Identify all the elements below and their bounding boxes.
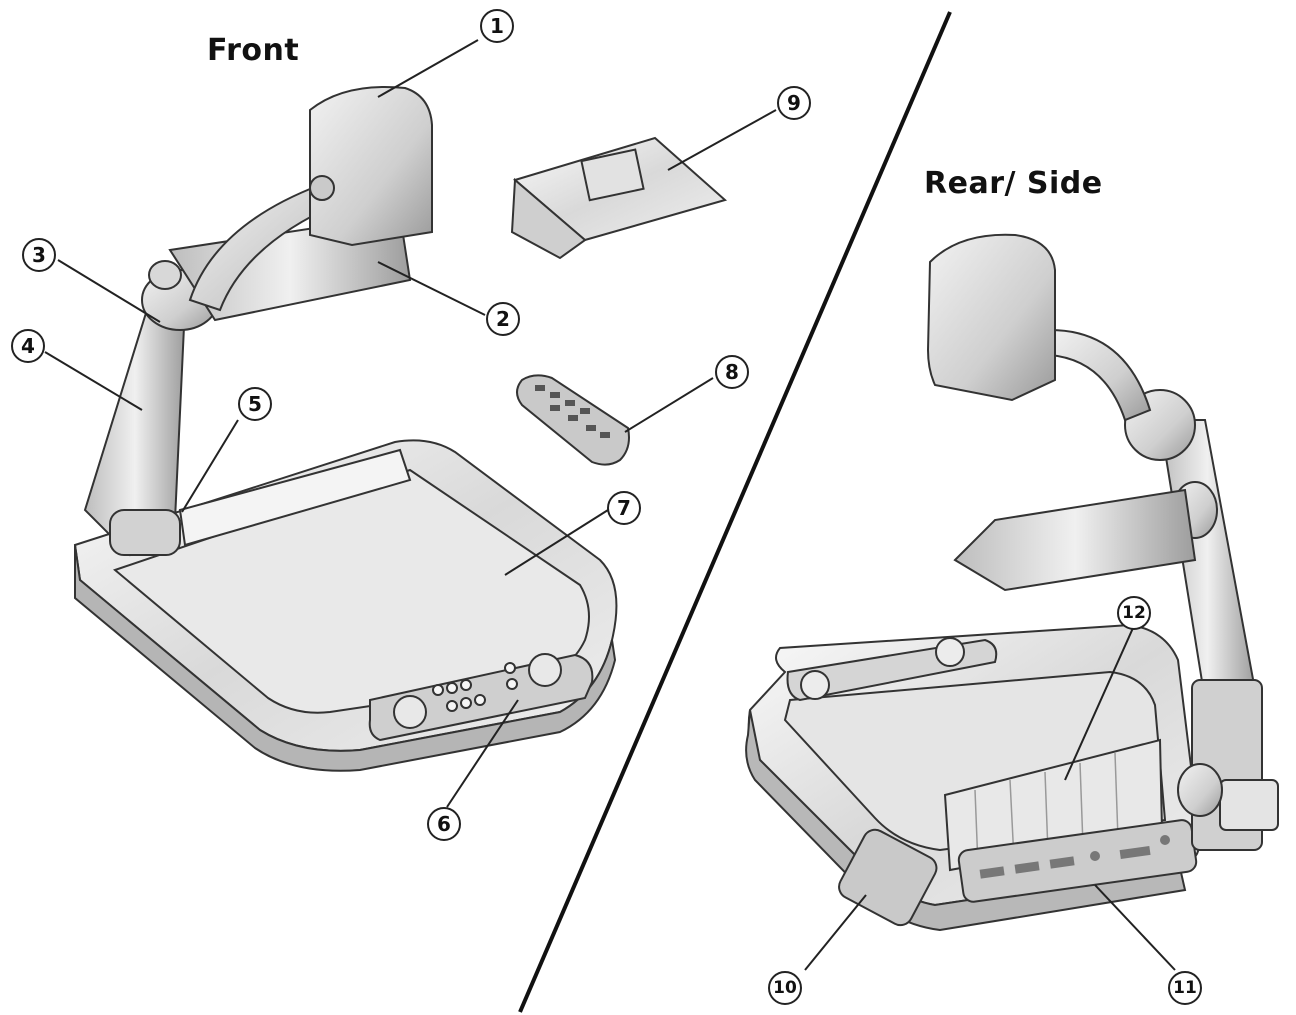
front-camera-head	[309, 85, 433, 247]
rear-upper-arm	[1049, 328, 1152, 422]
accessory-stage-plate	[510, 136, 728, 260]
heading-rear-side: Rear/ Side	[924, 166, 1103, 201]
rear-view	[745, 233, 1279, 932]
leader-5	[181, 419, 239, 513]
leader-9	[667, 109, 777, 171]
callout-11: 11	[1168, 971, 1202, 1005]
callout-2: 2	[486, 302, 520, 336]
leader-2	[377, 261, 486, 316]
leader-11	[1094, 884, 1176, 971]
callout-3: 3	[22, 238, 56, 272]
callout-1: 1	[480, 9, 514, 43]
callout-12: 12	[1117, 596, 1151, 630]
leader-6	[446, 699, 519, 808]
heading-front: Front	[207, 33, 300, 68]
leader-7	[504, 509, 609, 576]
callout-8: 8	[715, 355, 749, 389]
leader-4	[44, 351, 143, 411]
remote-control	[516, 374, 630, 466]
rear-connectors-left	[838, 828, 938, 927]
leader-3	[57, 259, 161, 323]
leader-10	[804, 894, 867, 971]
front-base-side	[74, 544, 617, 772]
rear-lighting-unit	[953, 488, 1197, 592]
callout-9: 9	[777, 86, 811, 120]
leader-8	[624, 377, 714, 433]
rear-camera-head	[926, 233, 1056, 402]
leader-1	[377, 39, 479, 98]
front-view	[73, 85, 618, 772]
callout-10: 10	[768, 971, 802, 1005]
leader-lines	[44, 39, 1176, 971]
callout-5: 5	[238, 387, 272, 421]
callout-6: 6	[427, 807, 461, 841]
callout-4: 4	[11, 329, 45, 363]
leader-12	[1064, 627, 1134, 781]
callout-7: 7	[607, 491, 641, 525]
divider-line	[518, 11, 952, 1013]
